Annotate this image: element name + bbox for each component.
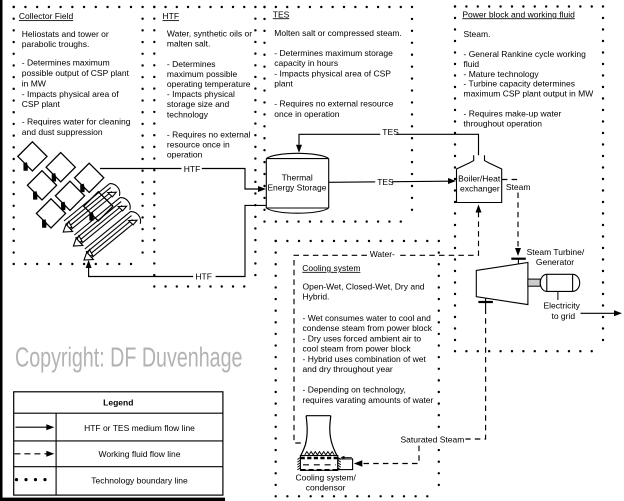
svg-text:plant: plant	[274, 78, 293, 88]
svg-text:HTF: HTF	[195, 271, 212, 281]
svg-text:- Dry uses forced ambient air: - Dry uses forced ambient air to	[303, 333, 422, 343]
svg-text:Cooling system: Cooling system	[302, 263, 360, 273]
svg-text:Working fluid flow line: Working fluid flow line	[98, 449, 180, 459]
svg-text:TES: TES	[273, 9, 290, 19]
svg-text:- Hybrid uses combination of w: - Hybrid uses combination of wet	[303, 354, 427, 364]
svg-text:Legend: Legend	[103, 398, 133, 408]
svg-text:technology: technology	[167, 109, 209, 119]
svg-text:CSP plant: CSP plant	[22, 99, 61, 109]
svg-text:- Determines maximum storage: - Determines maximum storage	[274, 48, 393, 58]
svg-text:Thermal: Thermal	[282, 172, 313, 182]
svg-text:Saturated Steam: Saturated Steam	[401, 435, 465, 445]
svg-text:maximum possible: maximum possible	[167, 69, 238, 79]
svg-text:- Impacts physical: - Impacts physical	[167, 89, 235, 99]
svg-text:throughout operation: throughout operation	[464, 118, 543, 128]
svg-text:- Impacts physical area of CSP: - Impacts physical area of CSP	[274, 68, 391, 78]
svg-text:possible output of CSP plant: possible output of CSP plant	[22, 68, 130, 78]
svg-text:- Impacts physical area of: - Impacts physical area of	[22, 89, 119, 99]
svg-text:- Wet consumes water to cool a: - Wet consumes water to cool and	[303, 313, 432, 323]
svg-text:fluid: fluid	[464, 59, 480, 69]
svg-text:to grid: to grid	[551, 311, 575, 321]
svg-text:condensor: condensor	[306, 483, 346, 493]
svg-text:Water-: Water-	[370, 249, 395, 259]
svg-text:Water, synthetic oils or: Water, synthetic oils or	[167, 28, 252, 38]
svg-text:Steam: Steam	[506, 182, 531, 192]
svg-text:- Requires make-up water: - Requires make-up water	[464, 108, 562, 118]
svg-text:- Requires no external: - Requires no external	[167, 130, 251, 140]
svg-text:requires varating amounts of w: requires varating amounts of water	[303, 395, 434, 405]
svg-text:- Depending on technology,: - Depending on technology,	[303, 385, 406, 395]
svg-text:Power block and working fluid: Power block and working fluid	[462, 9, 575, 19]
svg-text:storage size and: storage size and	[167, 99, 230, 109]
svg-text:Steam.: Steam.	[464, 29, 491, 39]
svg-text:Copyright: DF Duvenhage: Copyright: DF Duvenhage	[15, 342, 243, 373]
svg-text:Hybrid.: Hybrid.	[303, 292, 330, 302]
svg-text:cool steam from power block: cool steam from power block	[303, 344, 412, 354]
svg-text:HTF: HTF	[184, 164, 201, 174]
svg-text:HTF: HTF	[163, 11, 180, 21]
svg-text:- Determines: - Determines	[167, 59, 216, 69]
svg-text:Energy Storage: Energy Storage	[267, 183, 326, 193]
svg-text:Molten salt or compressed stea: Molten salt or compressed steam.	[274, 28, 402, 38]
svg-text:- Requires no external resourc: - Requires no external resource	[274, 99, 393, 109]
svg-text:- Turbine capacity determines: - Turbine capacity determines	[464, 79, 576, 89]
svg-text:malten salt.: malten salt.	[167, 39, 210, 49]
svg-text:Open-Wet, Closed-Wet, Dry and: Open-Wet, Closed-Wet, Dry and	[303, 282, 425, 292]
svg-text:Steam Turbine/: Steam Turbine/	[527, 247, 585, 257]
svg-text:TES: TES	[382, 127, 399, 137]
svg-text:Technology boundary line: Technology boundary line	[91, 475, 188, 485]
svg-text:operation: operation	[167, 150, 203, 160]
svg-text:exchanger: exchanger	[460, 183, 500, 193]
svg-text:maximum CSP plant output in MW: maximum CSP plant output in MW	[464, 89, 594, 99]
svg-text:Collector Field: Collector Field	[19, 11, 74, 21]
svg-text:parabolic troughs.: parabolic troughs.	[22, 39, 90, 49]
svg-text:condense steam from power bloc: condense steam from power block	[303, 323, 433, 333]
svg-text:TES: TES	[377, 177, 394, 187]
svg-text:Boiler/Heat: Boiler/Heat	[458, 173, 501, 183]
svg-text:once in operation: once in operation	[274, 109, 339, 119]
svg-text:and dust suppression: and dust suppression	[22, 127, 103, 137]
svg-text:Generator: Generator	[536, 257, 574, 267]
svg-text:HTF or TES medium flow line: HTF or TES medium flow line	[84, 423, 195, 433]
svg-text:- Determines maximum: - Determines maximum	[22, 57, 110, 67]
svg-text:- General Rankine cycle workin: - General Rankine cycle working	[464, 49, 587, 59]
svg-text:- Mature technology: - Mature technology	[464, 69, 540, 79]
svg-text:Electricity: Electricity	[544, 301, 581, 311]
svg-text:in MW: in MW	[22, 78, 46, 88]
svg-text:Heliostats and tower or: Heliostats and tower or	[22, 29, 109, 39]
svg-text:resource once in: resource once in	[167, 140, 230, 150]
svg-text:- Requires water for cleaning: - Requires water for cleaning	[22, 117, 131, 127]
svg-text:Cooling system/: Cooling system/	[295, 472, 356, 482]
svg-text:and dry throughout year: and dry throughout year	[303, 364, 393, 374]
svg-text:operating temperature: operating temperature	[167, 79, 251, 89]
svg-text:capacity in hours: capacity in hours	[274, 58, 338, 68]
